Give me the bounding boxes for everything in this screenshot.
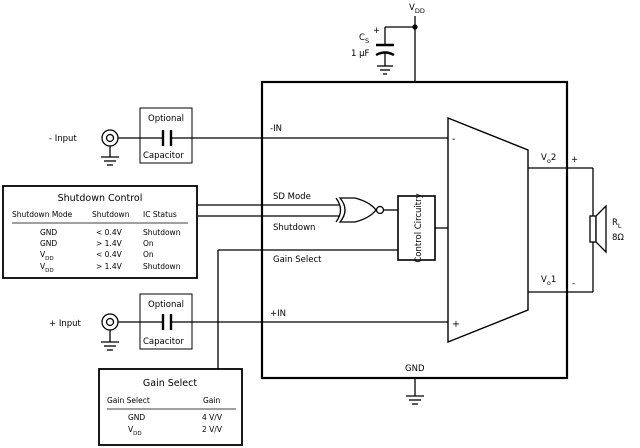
gain-row-value: 2 V/V: [202, 425, 223, 434]
gain-select-table: Gain Select Gain Select Gain GND 4 V/V V…: [98, 368, 243, 446]
optional-cap-top-line1: Optional: [148, 114, 184, 124]
control-circuitry-label: Control Circuitry: [414, 193, 424, 262]
gain-select-wiring: Gain Select: [217, 249, 398, 369]
rl-value-label: 8Ω: [612, 233, 624, 243]
bridge-amplifier: - +: [447, 116, 529, 344]
shutdown-row-level: > 1.4V: [96, 239, 123, 248]
amp-plus-sign: +: [452, 319, 460, 330]
gain-row-select: VDD: [128, 425, 142, 437]
shutdown-pin-label: Shutdown: [273, 223, 315, 233]
bypass-capacitor-cs: + CS 1 µF: [351, 26, 395, 75]
sd-mode-pin-label: SD Mode: [273, 192, 311, 202]
optional-cap-top-line2: Capacitor: [143, 151, 184, 161]
gain-table-title: Gain Select: [143, 378, 197, 389]
shutdown-col-header: Shutdown: [92, 210, 130, 219]
shutdown-row-status: Shutdown: [143, 228, 181, 237]
minus-input-path: - Input Optional Capacitor -IN: [49, 107, 448, 166]
shutdown-col-header: Shutdown Mode: [12, 210, 73, 219]
load-plus-label: +: [571, 155, 578, 165]
control-circuitry-block: Control Circuitry: [397, 193, 448, 263]
cs-value-label: 1 µF: [351, 49, 370, 59]
ic-ground: GND: [405, 364, 425, 405]
gain-col-header: Gain Select: [107, 396, 150, 405]
in-minus-pin-label: -IN: [270, 124, 282, 134]
gain-select-pin-label: Gain Select: [273, 255, 322, 265]
shutdown-row-mode: VDD: [40, 262, 54, 274]
rl-name-label: RL: [612, 218, 622, 230]
plus-input-label: + Input: [49, 319, 82, 329]
shutdown-row-level: > 1.4V: [96, 262, 123, 271]
gnd-pin-label: GND: [405, 364, 425, 374]
shutdown-row-status: On: [143, 239, 154, 248]
shutdown-row-level: < 0.4V: [96, 250, 123, 259]
shutdown-row-mode: GND: [40, 239, 57, 248]
shutdown-control-table: Shutdown Control Shutdown Mode Shutdown …: [2, 185, 198, 279]
in-plus-pin-label: +IN: [270, 309, 286, 319]
cs-plus-label: +: [373, 26, 380, 36]
vdd-label: VDD: [409, 3, 425, 15]
shutdown-row-status: On: [143, 250, 154, 259]
gain-col-header: Gain: [203, 396, 220, 405]
output-load: Vo2 Vo1 + - RL 8Ω: [528, 153, 624, 293]
minus-input-label: - Input: [49, 134, 77, 144]
optional-cap-bottom-line2: Capacitor: [143, 337, 184, 347]
cs-name-label: CS: [359, 33, 369, 45]
shutdown-row-status: Shutdown: [143, 262, 181, 271]
shutdown-row-mode: VDD: [40, 250, 54, 262]
shutdown-col-header: IC Status: [143, 210, 177, 219]
shutdown-row-mode: GND: [40, 228, 57, 237]
amp-minus-sign: -: [452, 134, 455, 145]
gain-row-value: 4 V/V: [202, 413, 223, 422]
vo1-label: Vo1: [541, 275, 556, 287]
shutdown-row-level: < 0.4V: [96, 228, 123, 237]
shutdown-logic: SD Mode Shutdown: [197, 192, 398, 233]
vo2-label: Vo2: [541, 153, 556, 165]
vdd-supply: VDD: [385, 3, 425, 82]
gain-row-select: GND: [128, 413, 145, 422]
load-minus-label: -: [572, 279, 575, 289]
optional-cap-bottom-line1: Optional: [148, 300, 184, 310]
shutdown-table-title: Shutdown Control: [58, 193, 143, 204]
